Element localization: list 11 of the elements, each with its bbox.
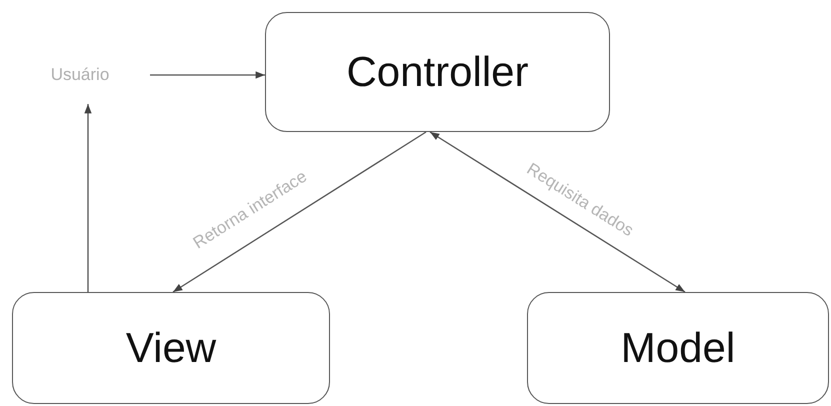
component-box [12,292,330,404]
arrow [430,131,686,293]
arrow [84,104,92,292]
component-box [265,12,610,132]
box-title: Controller [346,48,529,96]
arrow [150,71,265,79]
box-title: View [126,324,216,372]
arrow [172,131,426,293]
component-box [527,292,829,404]
box-title: Model [620,324,736,372]
actor-label: Usuário [50,65,110,85]
